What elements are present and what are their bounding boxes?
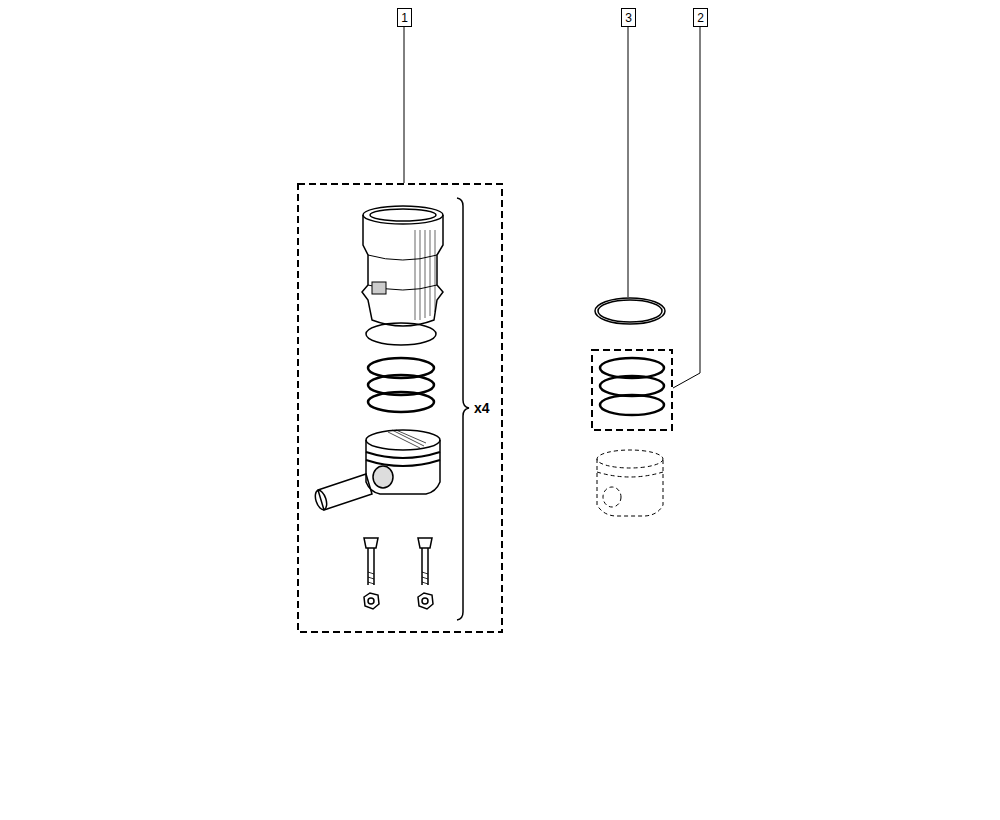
bracket: [457, 198, 469, 620]
leader-line: [404, 27, 405, 183]
callout-number: 1: [401, 11, 408, 25]
bolt: [418, 538, 433, 609]
callout-number: 2: [697, 11, 704, 25]
piston: [366, 430, 440, 494]
piston-rings: [368, 358, 434, 412]
ring-set-outline: [592, 350, 672, 430]
piston-pin: [313, 474, 372, 511]
quantity-label: x4: [473, 400, 491, 416]
leader-line: [628, 27, 629, 297]
kit-outline: [298, 184, 502, 632]
callout-box: 2: [693, 8, 708, 27]
bolt: [364, 538, 379, 609]
piston-rings: [600, 358, 664, 415]
cylinder-liner: [362, 206, 443, 326]
callout-box: 3: [621, 8, 636, 27]
piston-phantom: [597, 450, 663, 516]
seal-ring: [595, 298, 665, 324]
callout-box: 1: [397, 8, 412, 27]
leader-line: [673, 27, 700, 388]
callout-number: 3: [625, 11, 632, 25]
o-ring: [366, 323, 436, 345]
